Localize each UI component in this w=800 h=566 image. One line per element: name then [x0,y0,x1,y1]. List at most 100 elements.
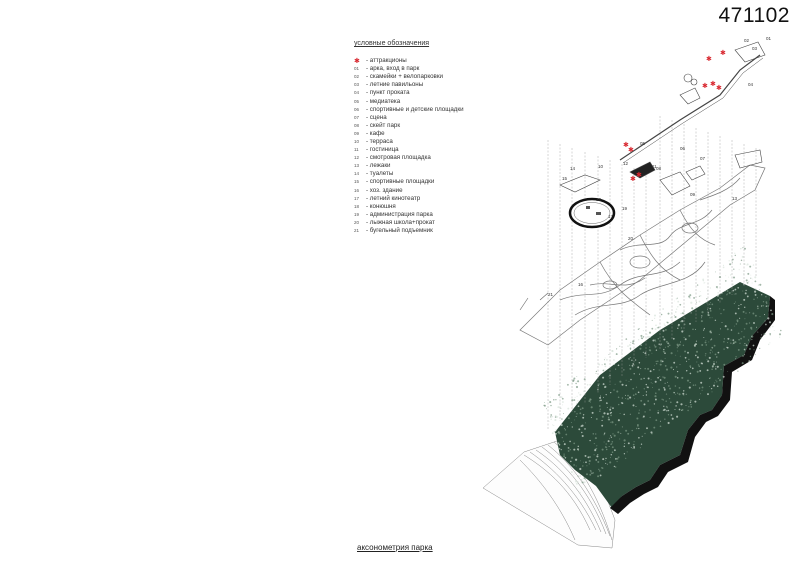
legend-label: - спортивные площадки [366,178,435,186]
legend: условные обозначения ✱ - аттракционы 01-… [354,40,544,235]
star-icon: ✱ [630,175,636,183]
legend-item: 11 - гостиница [354,146,544,154]
legend-code: 04 [354,90,360,96]
legend-item: 01- арка, вход в парк [354,65,544,73]
legend-code: 18 [354,203,360,209]
diagram-label: 06 [680,146,686,151]
diagram-label: 09 [690,192,696,197]
diagram-label: 16 [578,282,584,287]
diagram-label: 14 [570,166,576,171]
legend-code: 08 [354,122,360,128]
legend-item: 14- туалеты [354,170,544,178]
legend-item: 09 - кафе [354,130,544,138]
diagram-label: 21 [548,292,554,297]
legend-item: 02- скамейки + велопарковки [354,73,544,81]
legend-item: 04 - пункт проката [354,89,544,97]
legend-item: 21 - бугельный подъемник [354,227,544,235]
legend-code: 17 [354,195,360,201]
stables-rink [568,197,616,229]
legend-code: 09 [354,130,360,136]
legend-code: 11 [354,147,359,153]
legend-code: 03 [354,82,360,88]
legend-code: 21 [354,228,360,234]
legend-label: - медиатека [366,97,401,105]
legend-code: 16 [354,187,360,193]
diagram-label: 08 [656,166,662,171]
path-network [519,164,766,346]
star-icon: ✱ [706,55,712,63]
star-icon: ✱ [720,49,726,57]
diagram-label: 12 [623,161,629,166]
legend-code: 02 [354,74,360,80]
diagram-label: 07 [700,156,706,161]
legend-label: - аттракционы [366,57,407,65]
legend-item: 15 - спортивные площадки [354,178,544,186]
legend-item: 10 - терраса [354,138,544,146]
legend-item: 03 - летние павильоны [354,81,544,89]
legend-code: 06 [354,106,360,112]
diagram-label: 01 [766,36,772,41]
diagram-label: 20 [628,236,634,241]
legend-label: - администрация парка [366,210,433,218]
structures-layer [559,41,766,196]
diagram-label: 10 [598,164,604,169]
legend-code: 05 [354,98,360,104]
diagram-label: 17 [608,214,614,219]
legend-label: - пункт проката [366,89,410,97]
vegetation-texture [543,247,782,494]
diagram-caption: аксонометрия парка [357,543,433,552]
legend-label: - кафе [366,129,385,137]
legend-label: - хоз. здание [366,186,403,194]
legend-label: - летние павильоны [366,81,424,89]
legend-item-attractions: ✱ - аттракционы [354,57,544,65]
diagram-label: 02 [744,38,750,43]
legend-label: - смотровая площадка [366,154,431,162]
diagram-label: 19 [622,206,628,211]
diagram-label: 13 [732,196,738,201]
legend-title: условные обозначения [354,40,430,47]
legend-item: 16 - хоз. здание [354,187,544,195]
legend-item: 12 - смотровая площадка [354,154,544,162]
star-icon: ✱ [636,171,642,179]
legend-label: - спортивные и детские площадки [366,105,464,113]
diagram-label: 05 [640,141,646,146]
legend-label: - сцена [366,113,387,121]
legend-item: 06 - спортивные и детские площадки [354,106,544,114]
projection-lines [547,116,757,430]
legend-code: 07 [354,114,360,120]
legend-code: 14 [354,171,360,177]
attraction-markers: ✱✱✱✱✱✱✱✱✱ [623,49,726,183]
legend-item: 07 - сцена [354,114,544,122]
legend-code: 15 [354,179,360,185]
diagram-label: 03 [752,46,758,51]
diagram-label: 11 [652,164,657,169]
legend-label: - скейт парк [366,121,401,129]
legend-item: 13- лежаки [354,162,544,170]
star-icon: ✱ [702,82,708,90]
diagram-label: 04 [748,82,754,87]
diagram-label: 15 [562,176,568,181]
legend-label: - лыжная школа+прокат [366,218,435,226]
legend-code: 12 [354,155,360,161]
legend-label: - терраса [366,137,393,145]
legend-code: 10 [354,138,360,144]
legend-label: - бугельный подъемник [366,227,433,235]
legend-item: 05 - медиатека [354,97,544,105]
sheet-number: 471102 [718,4,790,27]
diagram-label: 18 [596,197,602,202]
star-icon: ✱ [710,80,716,88]
star-icon: ✱ [628,146,634,154]
legend-code: 01 [354,66,360,72]
star-icon: ✱ [354,57,360,65]
legend-label: - конюшня [366,202,396,210]
vegetation-layer [543,247,782,514]
legend-label: - гостиница [366,146,399,154]
star-icon: ✱ [716,84,722,92]
legend-item: 17 - летний кинотеатр [354,195,544,203]
legend-label: - летний кинотеатр [366,194,421,202]
star-icon: ✱ [623,141,629,149]
legend-label: - лежаки [366,162,391,170]
